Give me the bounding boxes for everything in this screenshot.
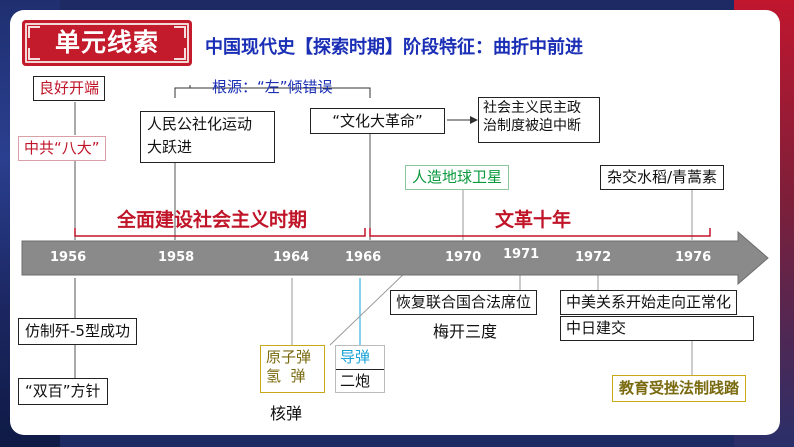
badge-corner-ornament [28,26,40,38]
badge-corner-ornament [174,48,186,60]
democracy-interrupted-box: 社会主义民主政 治制度被迫中断 [478,97,600,143]
second-artillery-text: 二炮 [336,368,384,391]
hydrogen-bomb-text: 氢 弹 [266,366,306,385]
eighth-congress-box: 中共“八大” [18,136,106,161]
axis-year-1976: 1976 [675,250,712,265]
badge-title: 单元线索 [54,28,159,57]
nuclear-weapons-box: 原子弹 氢 弹 [260,345,325,393]
axis-year-1970: 1970 [445,250,482,265]
unit-clue-badge: 单元线索 [22,20,192,66]
un-seat-box: 恢复联合国合法席位 [390,290,538,315]
education-setback-box: 教育受挫法制践踏 [612,375,747,402]
badge-corner-ornament [28,48,40,60]
axis-year-1956: 1956 [50,250,87,265]
axis-year-1958: 1958 [158,250,195,265]
double-hundred-box: “双百”方针 [18,378,108,405]
timeline-arrow [21,230,769,286]
j5-fighter-box: 仿制歼-5型成功 [18,318,137,345]
communes-text: 人民公社化运动 [147,115,253,133]
page-headline: 中国现代史【探索时期】阶段特征：曲折中前进 [205,37,583,58]
cultural-decade-label: 文革十年 [495,209,572,231]
missile-box: 导弹 二炮 [335,345,385,393]
atomic-bomb-text: 原子弹 [266,348,312,366]
nuclear-label: 核弹 [270,404,303,423]
axis-year-1971: 1971 [503,247,540,262]
badge-corner-ornament [174,26,186,38]
axis-year-1972: 1972 [575,250,612,265]
satellite-box: 人造地球卫星 [405,165,510,190]
sino-japan-box: 中日建交 [560,316,754,341]
axis-year-1966: 1966 [345,250,382,265]
cultural-revolution-box: “文化大革命” [310,108,445,134]
democracy-line-2: 治制度被迫中断 [483,117,581,134]
great-leap-text: 大跃进 [147,137,193,156]
content-card [10,10,780,435]
commune-leap-box: 人民公社化运动 大跃进 [140,111,275,163]
construction-period-label: 全面建设社会主义时期 [117,209,308,231]
axis-year-1964: 1964 [273,250,310,265]
root-cause-label: 根源：“左”倾错误 [212,78,333,96]
democracy-line-1: 社会主义民主政 [483,100,581,116]
missile-text: 导弹 [340,348,371,366]
good-start-box: 良好开端 [33,76,106,101]
hybrid-rice-box: 杂交水稻/青蒿素 [600,165,725,190]
plum-blossoms-label: 梅开三度 [433,322,498,341]
sino-us-box: 中美关系开始走向正常化 [560,290,738,315]
